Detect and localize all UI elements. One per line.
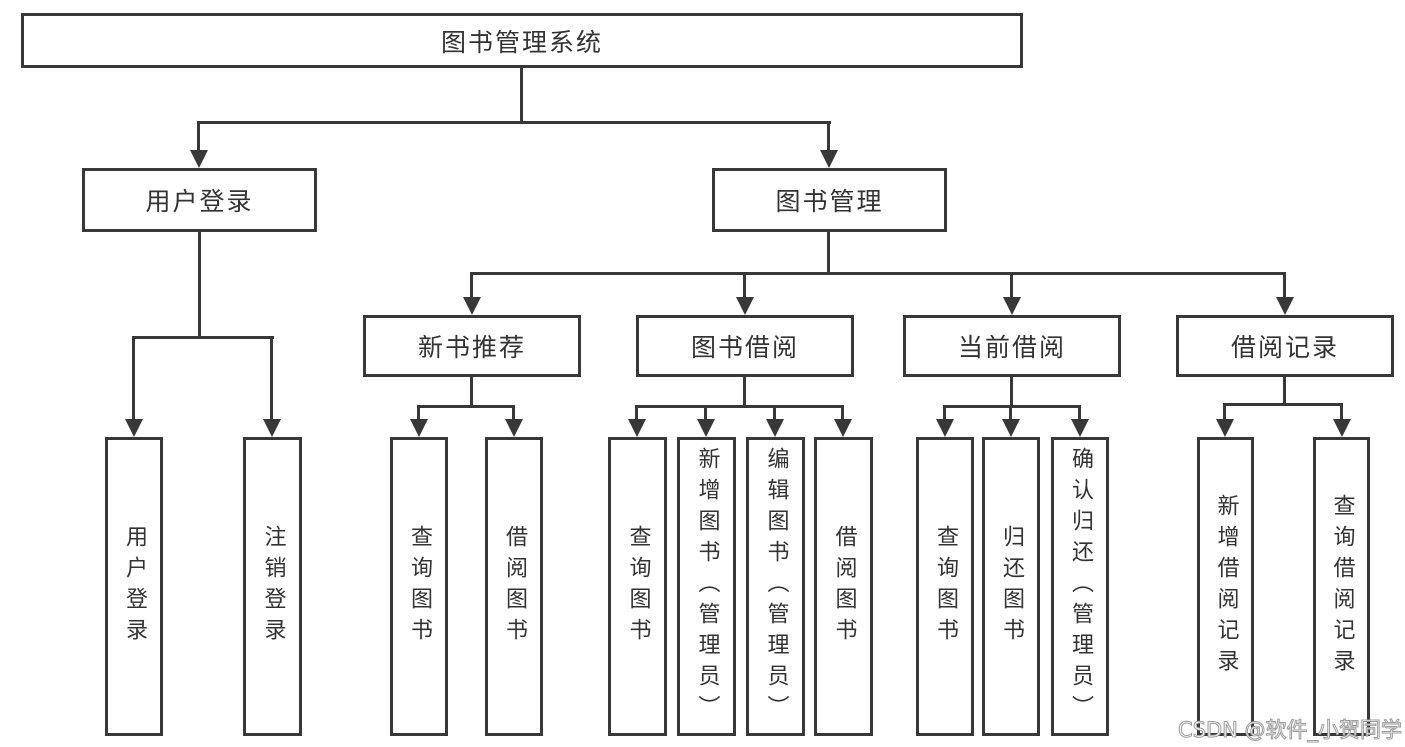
arrow-into-current-borrow — [1010, 272, 1013, 297]
connector-borrow-records-stub — [1283, 377, 1286, 403]
node-current-confirm-return-admin: 确认归还（管理员） — [1051, 437, 1109, 736]
arrow-into-user-login-branch — [197, 121, 200, 150]
node-records-add-record-label: 新增借阅记录 — [1213, 493, 1239, 680]
arrow-into-records-add — [1223, 403, 1226, 419]
node-borrow-query-books-label: 查询图书 — [625, 524, 651, 649]
node-borrow-edit-books-admin-label: 编辑图书（管理员） — [763, 447, 789, 726]
node-borrow-borrow-books: 借阅图书 — [814, 437, 873, 736]
node-borrow-records: 借阅记录 — [1176, 315, 1394, 377]
node-borrow-edit-books-admin: 编辑图书（管理员） — [746, 437, 805, 736]
node-root-system: 图书管理系统 — [21, 13, 1023, 68]
node-user-login-label: 用户登录 — [122, 524, 147, 649]
node-newbook-query-books: 查询图书 — [390, 437, 448, 736]
csdn-watermark: CSDN @软件_小贺同学 — [1177, 718, 1403, 743]
node-user-login-branch-label: 用户登录 — [145, 187, 254, 216]
arrow-into-newbook-query — [417, 405, 420, 419]
node-logout: 注销登录 — [243, 437, 302, 736]
node-borrow-borrow-books-label: 借阅图书 — [831, 524, 857, 649]
node-records-add-record: 新增借阅记录 — [1197, 437, 1254, 736]
node-newbook-borrow-books-label: 借阅图书 — [502, 524, 527, 649]
arrow-into-records-query — [1340, 403, 1343, 419]
node-new-book-recommend-label: 新书推荐 — [417, 333, 526, 362]
node-root-system-label: 图书管理系统 — [440, 27, 603, 57]
connector-borrow-records-bar — [1223, 403, 1343, 406]
connector-root-bar — [197, 121, 831, 124]
arrow-into-current-query — [943, 405, 946, 419]
node-borrow-query-books: 查询图书 — [608, 437, 667, 736]
arrow-into-book-management — [827, 121, 830, 150]
node-current-borrow: 当前借阅 — [903, 315, 1121, 377]
arrow-into-borrow-borrow — [841, 405, 844, 419]
connector-book-borrow-bar — [635, 405, 844, 408]
arrow-into-newbook-borrow — [512, 405, 515, 419]
connector-user-login-stub — [198, 232, 201, 336]
arrow-into-borrow-edit — [773, 405, 776, 419]
connector-book-management-bar — [470, 272, 1286, 275]
connector-new-book-bar — [417, 405, 515, 408]
node-book-management: 图书管理 — [712, 168, 947, 232]
node-user-login: 用户登录 — [105, 437, 163, 736]
node-new-book-recommend: 新书推荐 — [363, 315, 581, 377]
node-user-login-branch: 用户登录 — [82, 168, 317, 232]
node-current-return-books: 归还图书 — [982, 437, 1040, 736]
arrow-into-new-book-recommend — [470, 272, 473, 297]
connector-new-book-stub — [470, 377, 473, 405]
arrow-into-borrow-query — [635, 405, 638, 419]
connector-current-borrow-bar — [943, 405, 1081, 408]
node-current-query-books-label: 查询图书 — [933, 524, 958, 649]
arrow-into-borrow-records — [1283, 272, 1286, 297]
arrow-into-current-return — [1009, 405, 1012, 419]
arrow-into-book-borrow — [743, 272, 746, 297]
node-current-confirm-return-admin-label: 确认归还（管理员） — [1068, 447, 1093, 726]
node-logout-label: 注销登录 — [260, 524, 286, 649]
node-book-borrow-label: 图书借阅 — [690, 333, 799, 362]
node-book-management-label: 图书管理 — [775, 187, 884, 216]
arrow-into-borrow-add — [704, 405, 707, 419]
node-current-query-books: 查询图书 — [916, 437, 974, 736]
node-book-borrow: 图书借阅 — [636, 315, 854, 377]
node-records-query-record: 查询借阅记录 — [1313, 437, 1370, 736]
arrow-into-logout-leaf — [270, 336, 273, 419]
arrow-into-user-login-leaf — [132, 336, 135, 419]
node-borrow-records-label: 借阅记录 — [1230, 333, 1339, 362]
connector-current-borrow-stub — [1010, 377, 1013, 405]
connector-user-login-bar — [132, 336, 274, 339]
node-newbook-query-books-label: 查询图书 — [407, 524, 432, 649]
node-current-return-books-label: 归还图书 — [999, 524, 1024, 649]
connector-book-borrow-stub — [743, 377, 746, 405]
node-newbook-borrow-books: 借阅图书 — [485, 437, 543, 736]
connector-root-stub — [520, 68, 523, 121]
connector-book-management-stub — [827, 232, 830, 272]
arrow-into-current-confirm — [1078, 405, 1081, 419]
node-borrow-add-books-admin: 新增图书（管理员） — [677, 437, 736, 736]
node-borrow-add-books-admin-label: 新增图书（管理员） — [694, 447, 720, 726]
node-records-query-record-label: 查询借阅记录 — [1329, 493, 1355, 680]
node-current-borrow-label: 当前借阅 — [957, 333, 1066, 362]
